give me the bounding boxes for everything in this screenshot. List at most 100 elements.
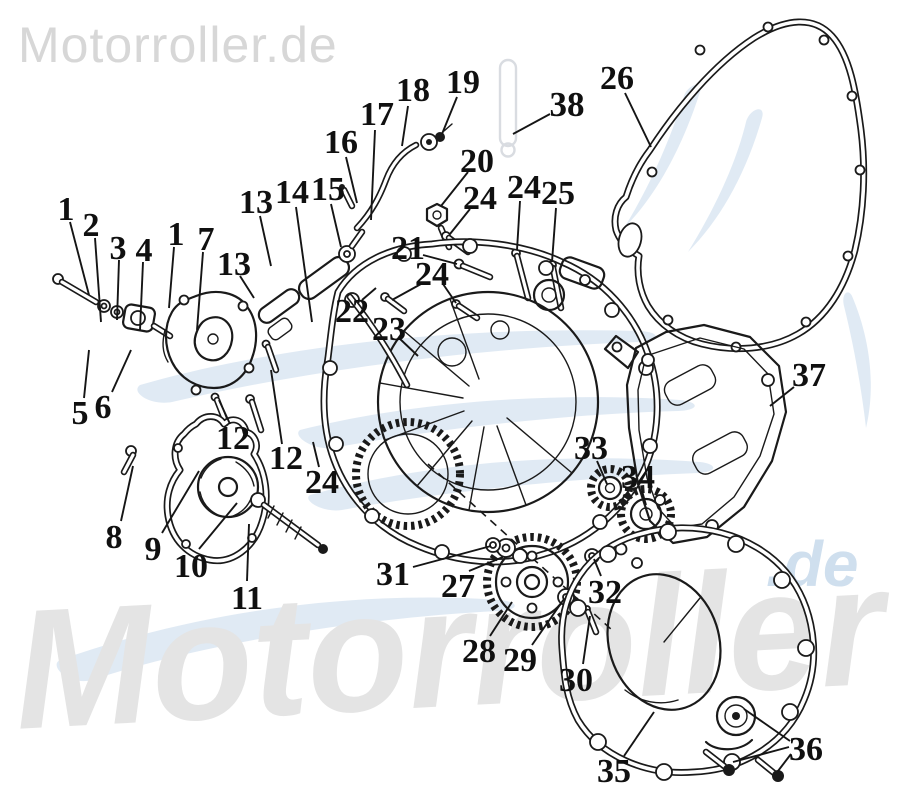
callout-12: 12 — [216, 420, 250, 457]
callout-14: 14 — [275, 174, 309, 211]
leader-line-14 — [295, 206, 313, 323]
callout-25: 25 — [541, 175, 575, 212]
callout-2: 2 — [83, 207, 100, 244]
leader-line-12 — [270, 369, 283, 445]
leader-line-28 — [489, 601, 513, 637]
parts-line-art — [52, 18, 868, 782]
leader-line-20 — [440, 171, 469, 207]
callout-11: 11 — [231, 580, 263, 617]
leader-line-6 — [111, 349, 132, 393]
bracket-37 — [603, 323, 788, 545]
leader-line-33 — [596, 460, 608, 485]
callout-4: 4 — [136, 232, 153, 269]
callout-24: 24 — [507, 169, 541, 206]
leader-line-3 — [116, 259, 120, 321]
leader-line-30 — [582, 615, 591, 665]
leader-line-11 — [246, 523, 250, 582]
tensioner-parts — [257, 184, 366, 341]
leader-line-13 — [239, 275, 255, 299]
callout-27: 27 — [441, 568, 475, 605]
callout-1: 1 — [168, 216, 185, 253]
leader-line-1 — [168, 246, 175, 309]
leader-line-5 — [83, 349, 90, 399]
callout-22: 22 — [335, 293, 369, 330]
leader-line-22 — [361, 287, 377, 301]
water-pump-housing — [162, 290, 258, 396]
callout-5: 5 — [72, 395, 89, 432]
leader-line-16 — [345, 156, 358, 204]
callout-12: 12 — [269, 440, 303, 477]
leader-line-4 — [139, 261, 144, 331]
leader-line-25 — [551, 207, 557, 263]
callout-30: 30 — [559, 662, 593, 699]
callout-17: 17 — [360, 96, 394, 133]
callout-36: 36 — [789, 731, 823, 768]
callout-24: 24 — [463, 180, 497, 217]
leader-line-10 — [198, 502, 238, 550]
callout-16: 16 — [324, 124, 358, 161]
callout-18: 18 — [396, 72, 430, 109]
callout-10: 10 — [174, 548, 208, 585]
leader-line-19 — [441, 96, 458, 135]
alternator-cover — [558, 523, 818, 781]
callout-9: 9 — [145, 531, 162, 568]
callout-24: 24 — [305, 464, 339, 501]
leader-line-24 — [312, 441, 320, 468]
leader-line-37 — [769, 386, 795, 407]
callout-37: 37 — [792, 357, 826, 394]
callout-19: 19 — [446, 64, 480, 101]
callout-23: 23 — [372, 311, 406, 348]
callout-26: 26 — [600, 60, 634, 97]
leader-line-18 — [401, 105, 409, 147]
leader-line-34 — [641, 490, 647, 506]
leader-line-36 — [777, 753, 792, 772]
leader-line-9 — [161, 470, 200, 534]
leader-line-38 — [512, 113, 551, 135]
leader-line-31 — [412, 545, 492, 568]
leader-line-21 — [422, 254, 458, 265]
bolts-36 — [702, 748, 784, 782]
callout-38: 38 — [550, 85, 585, 124]
callout-31: 31 — [376, 556, 410, 593]
leader-line-29 — [531, 598, 565, 646]
leader-line-23 — [398, 337, 419, 357]
leader-line-17 — [370, 129, 376, 221]
callout-1: 1 — [58, 191, 75, 228]
leader-line-2 — [94, 237, 102, 323]
callout-24: 24 — [415, 256, 449, 293]
oil-pipe — [353, 123, 453, 232]
leader-line-7 — [196, 251, 204, 331]
leader-line-24 — [442, 283, 457, 304]
leader-line-24 — [516, 200, 521, 251]
leader-line-24 — [391, 283, 422, 301]
callout-34: 34 — [621, 459, 655, 496]
callout-35: 35 — [597, 753, 631, 790]
callout-3: 3 — [110, 230, 127, 267]
leader-line-35 — [623, 711, 655, 757]
leader-line-15 — [330, 203, 342, 248]
leader-line-32 — [593, 558, 602, 577]
leader-line-8 — [120, 465, 134, 522]
leader-line-24 — [449, 208, 471, 235]
callout-33: 33 — [574, 430, 608, 467]
site-logo-text: Motorroller.de — [18, 17, 338, 73]
leader-line-36 — [732, 746, 790, 763]
callout-29: 29 — [503, 642, 537, 679]
callout-15: 15 — [311, 171, 345, 208]
callout-7: 7 — [198, 221, 215, 258]
crankcase-cover — [320, 238, 661, 566]
leader-line-1 — [69, 221, 90, 296]
callout-20: 20 — [460, 143, 494, 180]
callout-8: 8 — [106, 519, 123, 556]
callout-21: 21 — [391, 230, 425, 267]
leader-line-36 — [743, 708, 791, 742]
pump-gasket-impeller — [120, 413, 328, 565]
cover-gasket-26 — [611, 18, 868, 353]
leader-line-13 — [259, 215, 272, 267]
callout-32: 32 — [588, 574, 622, 611]
callout-13: 13 — [239, 184, 273, 221]
leader-line-26 — [624, 92, 652, 148]
leader-line-12 — [218, 399, 231, 425]
